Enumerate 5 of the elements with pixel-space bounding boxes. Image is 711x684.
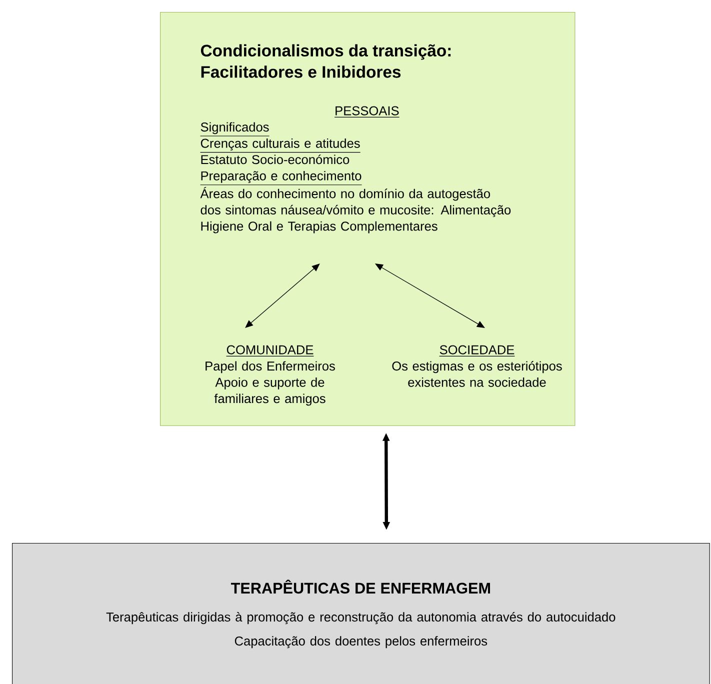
- text-block: PESSOAIS Significados Crenças culturais e atitudes Estatuto Socio-económico Preparação e conhecimento Áreas do conhecimento no domínio da autogestão dos sintomas náusea/vómito e mucosite: Alimentação Higiene Oral e Terapias Complementares: [200, 106, 511, 234]
- arrow: [245, 264, 320, 328]
- text-block: COMUNIDADE Papel dos Enfermeiros Apoio e suporte de familiares e amigos: [206, 345, 335, 406]
- process-box: TERAPÊUTICAS DE ENFERMAGEM Terapêuticas dirigidas à promoção e reconstrução da autonomia através do autocuidado Capacitação dos doentes pelos enfermeiros: [12, 543, 710, 684]
- text-block: SOCIEDADE Os estigmas e os esteriótipos existentes na sociedade: [392, 345, 562, 387]
